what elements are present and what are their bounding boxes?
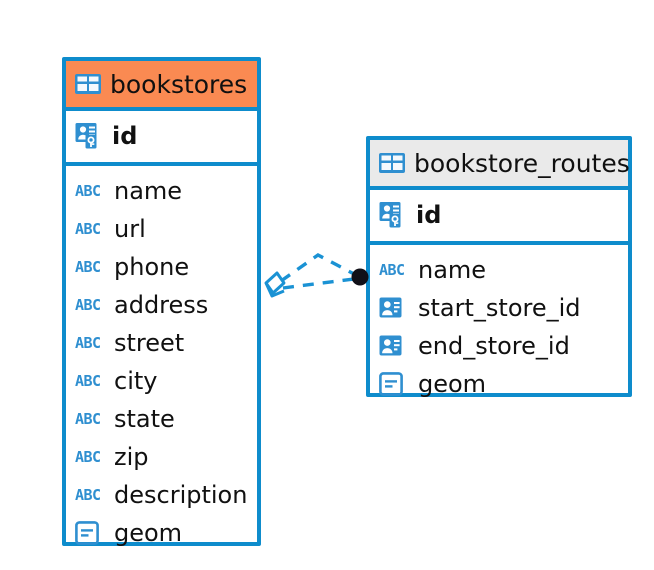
field-label-id: id	[416, 201, 442, 229]
field-row-url[interactable]: ABC url	[75, 210, 249, 248]
entity-bookstore-routes-title: bookstore_routes	[414, 148, 630, 178]
entity-bookstore-routes[interactable]: bookstore_routes	[366, 136, 632, 397]
abc-text-icon: ABC	[75, 295, 101, 314]
field-label-description: description	[114, 481, 248, 509]
abc-text-icon: ABC	[379, 260, 405, 279]
field-row-phone[interactable]: ABC phone	[75, 248, 249, 286]
abc-text-icon: ABC	[75, 181, 101, 200]
field-label-id: id	[112, 122, 138, 150]
geometry-icon	[379, 372, 409, 396]
field-row-city[interactable]: ABC city	[75, 362, 249, 400]
abc-text-icon: ABC	[75, 333, 101, 352]
relationship-line-lower	[282, 277, 355, 290]
field-label-geom: geom	[114, 519, 183, 547]
field-label-zip: zip	[114, 443, 149, 471]
foreign-key-icon	[379, 335, 409, 357]
field-label-end-store-id: end_store_id	[418, 332, 570, 360]
entity-bookstore-routes-pk-section: id	[370, 190, 628, 245]
field-row-street[interactable]: ABC street	[75, 324, 249, 362]
field-label-name: name	[114, 177, 183, 205]
entity-bookstore-routes-header[interactable]: bookstore_routes	[370, 140, 630, 190]
geometry-icon	[75, 521, 105, 545]
field-row-end-store-id[interactable]: end_store_id	[379, 327, 620, 365]
field-row-address[interactable]: ABC address	[75, 286, 249, 324]
primary-key-icon	[75, 122, 103, 150]
field-row-id[interactable]: id	[379, 196, 620, 234]
abc-text-icon: ABC	[75, 409, 101, 428]
field-label-phone: phone	[114, 253, 190, 281]
abc-text-icon: ABC	[75, 257, 101, 276]
field-row-id[interactable]: id	[75, 117, 249, 155]
field-row-name[interactable]: ABC name	[75, 172, 249, 210]
diamond-marker	[264, 271, 286, 298]
field-label-start-store-id: start_store_id	[418, 294, 581, 322]
field-label-geom: geom	[418, 370, 487, 398]
entity-bookstores[interactable]: bookstores	[62, 57, 261, 546]
entity-bookstores-header[interactable]: bookstores	[66, 61, 257, 111]
entity-bookstores-fields: ABC name ABC url ABC phone ABC address A…	[66, 166, 257, 560]
primary-key-icon	[379, 201, 407, 229]
table-icon	[75, 74, 101, 94]
abc-text-icon: ABC	[75, 485, 101, 504]
field-row-geom[interactable]: geom	[75, 514, 249, 552]
abc-text-icon: ABC	[75, 219, 101, 238]
field-label-name: name	[418, 256, 487, 284]
field-row-name[interactable]: ABC name	[379, 251, 620, 289]
abc-text-icon: ABC	[75, 447, 101, 466]
entity-bookstores-pk-section: id	[66, 111, 257, 166]
field-label-street: street	[114, 329, 185, 357]
foreign-key-icon	[379, 297, 409, 319]
field-row-zip[interactable]: ABC zip	[75, 438, 249, 476]
field-row-start-store-id[interactable]: start_store_id	[379, 289, 620, 327]
field-row-state[interactable]: ABC state	[75, 400, 249, 438]
table-icon	[379, 153, 405, 173]
field-label-address: address	[114, 291, 209, 319]
relationship-line-upper	[280, 253, 357, 283]
field-row-geom[interactable]: geom	[379, 365, 620, 403]
field-label-url: url	[114, 215, 146, 243]
entity-bookstore-routes-fields: ABC name start_store_id	[370, 245, 628, 411]
field-label-state: state	[114, 405, 175, 433]
entity-bookstores-title: bookstores	[110, 69, 248, 99]
field-row-description[interactable]: ABC description	[75, 476, 249, 514]
abc-text-icon: ABC	[75, 371, 101, 390]
field-label-city: city	[114, 367, 158, 395]
